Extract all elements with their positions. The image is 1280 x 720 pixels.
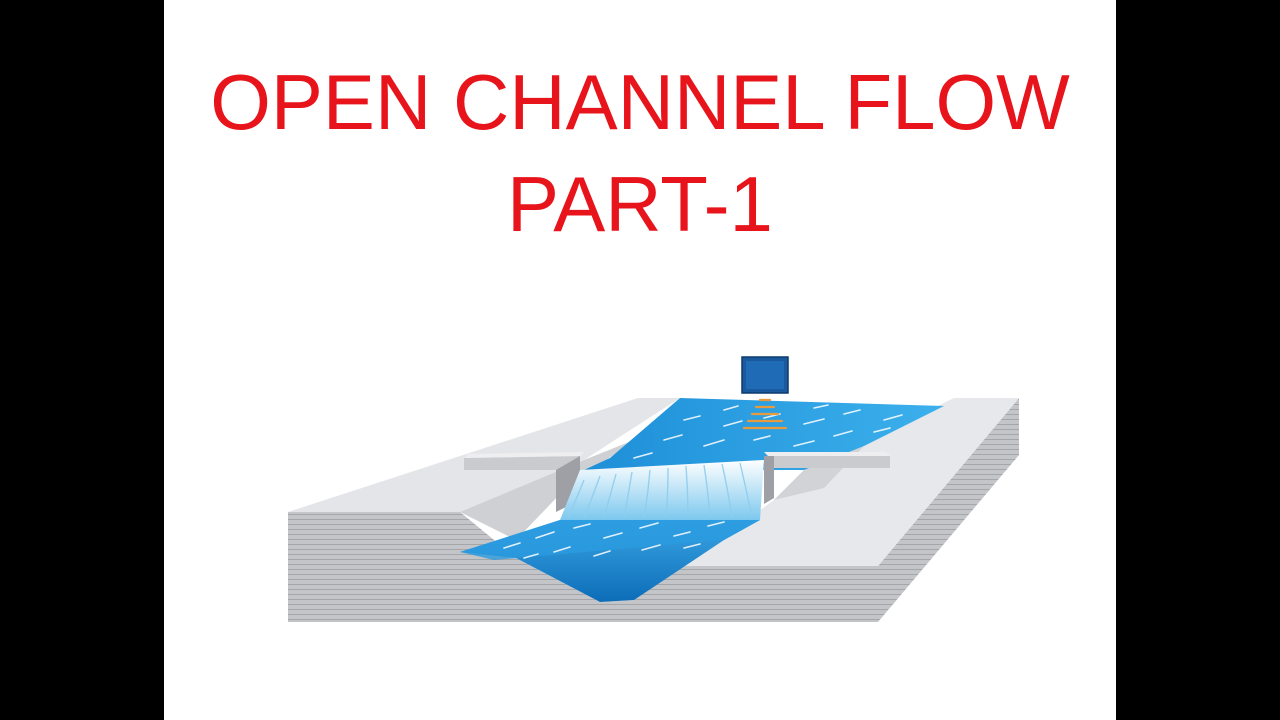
upstream-water xyxy=(584,398,944,470)
weir-nappe xyxy=(560,460,764,520)
title-line-1: OPEN CHANNEL FLOW xyxy=(210,58,1070,146)
channel-front-face xyxy=(288,512,878,622)
title-line-2: PART-1 xyxy=(507,160,773,248)
downstream-water xyxy=(460,520,760,602)
open-channel-illustration-icon xyxy=(288,356,1019,622)
sensor-signal-icon xyxy=(742,398,788,430)
slide: OPEN CHANNEL FLOW PART-1 xyxy=(164,0,1116,720)
weir-plate xyxy=(464,452,890,512)
channel-right-face xyxy=(878,398,1019,622)
ultrasonic-sensor-icon xyxy=(741,356,789,394)
